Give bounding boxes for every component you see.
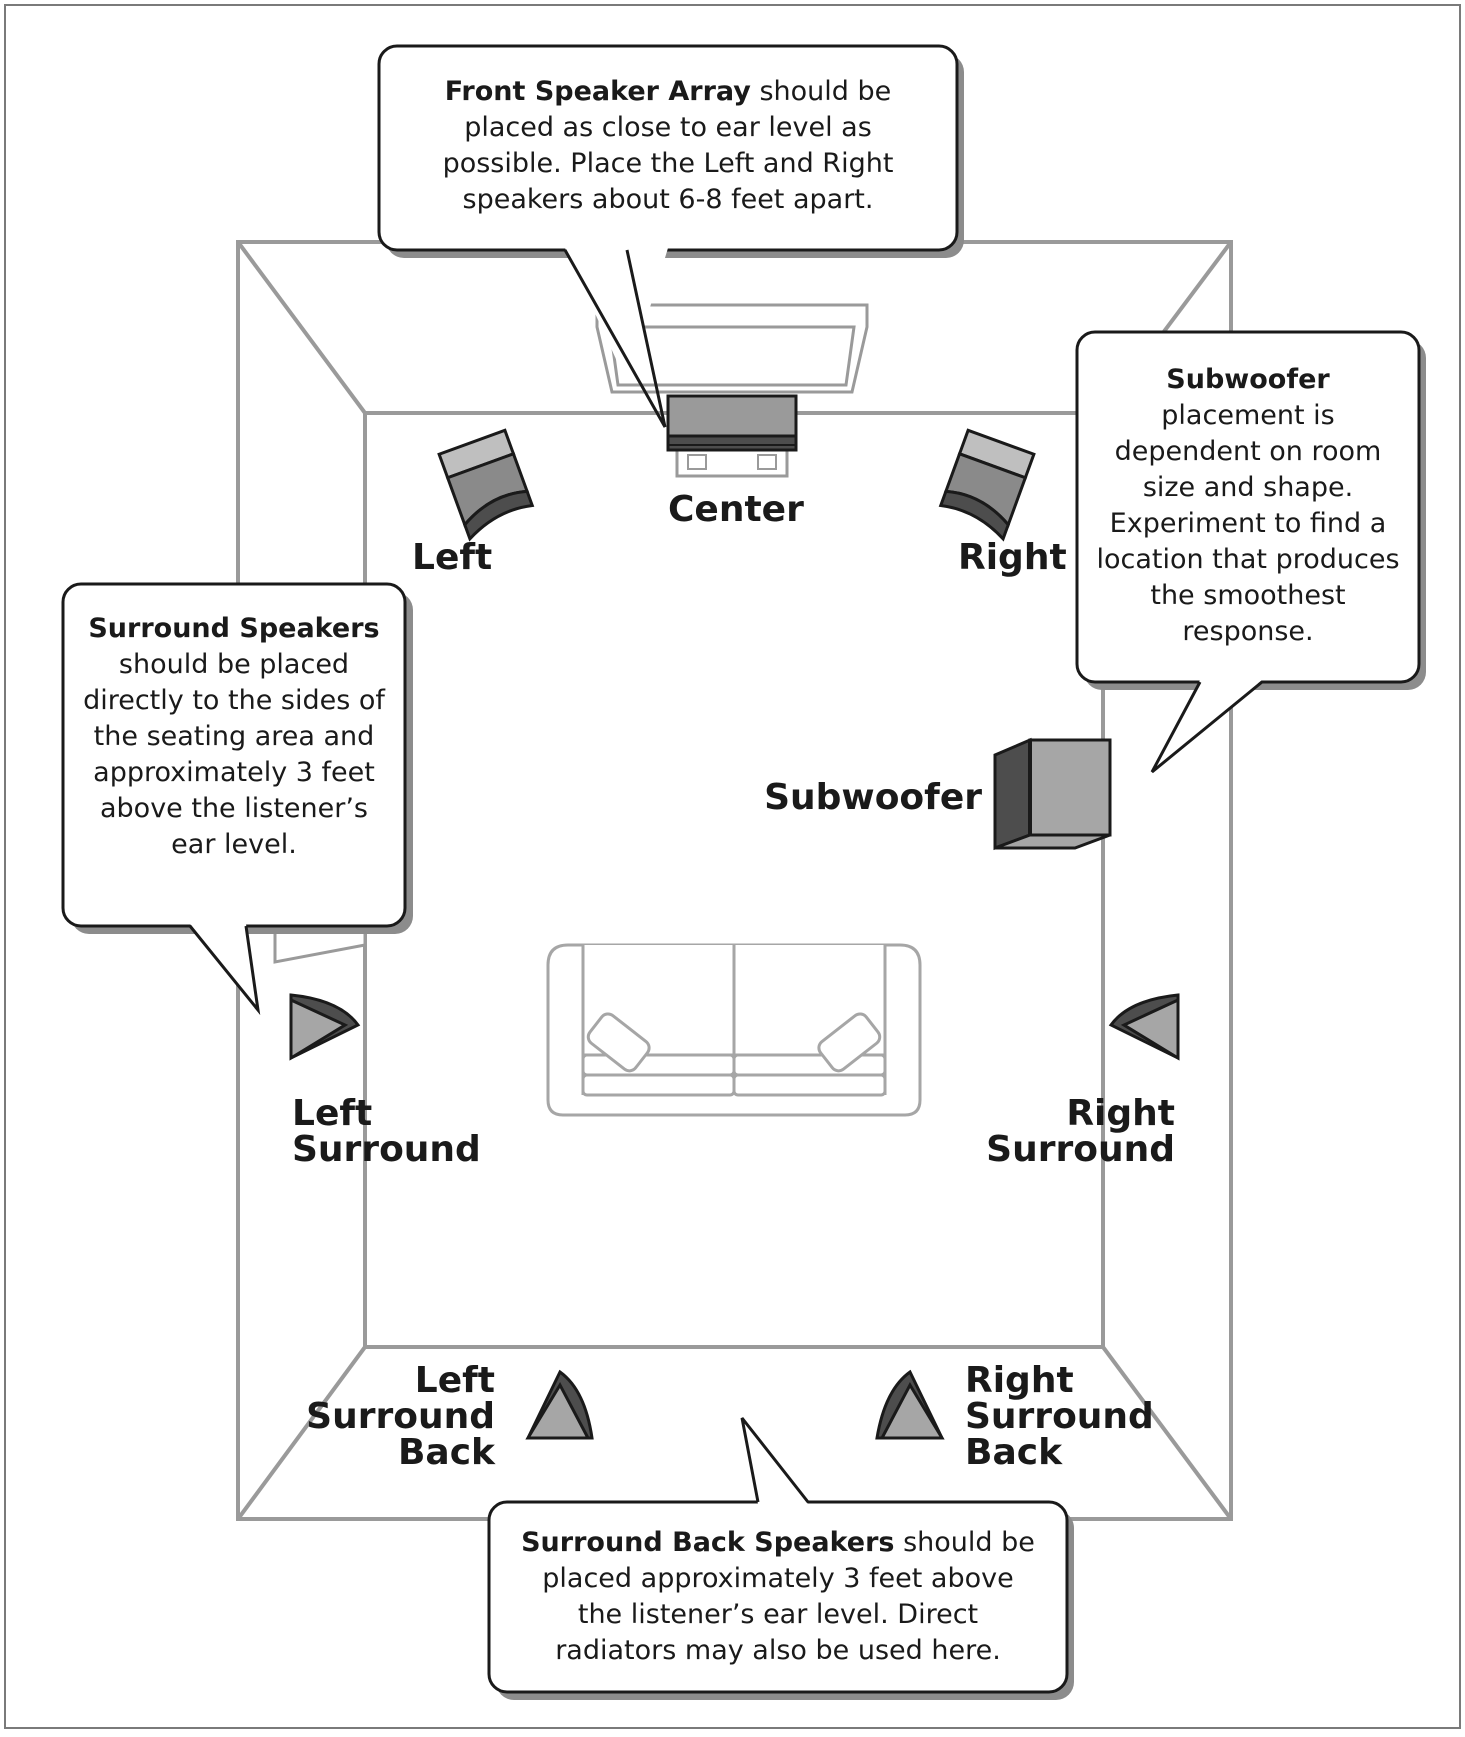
- front-callout-title: Front Speaker Array: [444, 76, 751, 107]
- right-surround-back-label: Right Surround Back: [965, 1363, 1154, 1471]
- surround-back-callout-bubble: [487, 1417, 1069, 1694]
- sofa: [546, 943, 922, 1117]
- center-label: Center: [668, 489, 804, 530]
- surround-back-callout-text: Surround Back Speakers should be placed …: [516, 1525, 1040, 1669]
- surround-callout-text: Surround Speakers should be placed direc…: [76, 611, 392, 863]
- outer-frame: [4, 4, 1461, 1729]
- surround-back-callout-body: should be placed approximately 3 feet ab…: [542, 1527, 1035, 1666]
- subwoofer-callout-title: Subwoofer: [1166, 364, 1330, 395]
- right-surround-back-label-line-1: Right: [965, 1360, 1074, 1401]
- left-surround-label-line-2: Surround: [292, 1129, 481, 1170]
- right-surround-speaker-icon: [1108, 993, 1180, 1061]
- right-surround-label-line-1: Right: [1066, 1093, 1175, 1134]
- television: [595, 303, 869, 394]
- right-label: Right: [958, 537, 1067, 578]
- left-surround-back-label-line-2: Surround: [306, 1396, 495, 1437]
- subwoofer-label: Subwoofer: [764, 777, 982, 818]
- left-surround-back-label-line-1: Left: [414, 1360, 495, 1401]
- right-surround-back-label-line-3: Back: [965, 1432, 1063, 1473]
- subwoofer-callout-text: Subwoofer placement is dependent on room…: [1092, 362, 1404, 650]
- surround-callout-body: should be placed directly to the sides o…: [83, 649, 385, 860]
- subwoofer-callout-bubble: [1075, 330, 1421, 774]
- subwoofer-callout-body: placement is dependent on room size and …: [1096, 400, 1400, 647]
- front-callout-bubble: [377, 44, 959, 428]
- left-surround-label-line-1: Left: [292, 1093, 373, 1134]
- center-speaker-icon: [666, 394, 798, 478]
- right-surround-back-speaker-icon: [875, 1369, 945, 1440]
- side-door: [273, 928, 367, 964]
- left-surround-speaker-icon: [289, 993, 361, 1061]
- surround-back-callout-title: Surround Back Speakers: [521, 1527, 895, 1558]
- front-callout-body: should be placed as close to ear level a…: [442, 76, 894, 215]
- left-surround-back-speaker-icon: [525, 1369, 594, 1440]
- left-surround-back-label-line-3: Back: [397, 1432, 495, 1473]
- right-front-speaker-icon: [938, 428, 1036, 542]
- left-surround-back-label: Left Surround Back: [290, 1363, 495, 1471]
- left-label: Left: [412, 537, 493, 578]
- left-front-speaker-icon: [437, 428, 535, 542]
- surround-callout-bubble: [61, 582, 407, 1016]
- right-surround-label: Right Surround: [960, 1096, 1175, 1168]
- surround-callout-title: Surround Speakers: [88, 613, 380, 644]
- right-surround-back-label-line-2: Surround: [965, 1396, 1154, 1437]
- front-callout-text: Front Speaker Array should be placed as …: [410, 74, 926, 218]
- subwoofer-icon: [993, 737, 1112, 851]
- right-surround-label-line-2: Surround: [986, 1129, 1175, 1170]
- left-surround-label: Left Surround: [292, 1096, 481, 1168]
